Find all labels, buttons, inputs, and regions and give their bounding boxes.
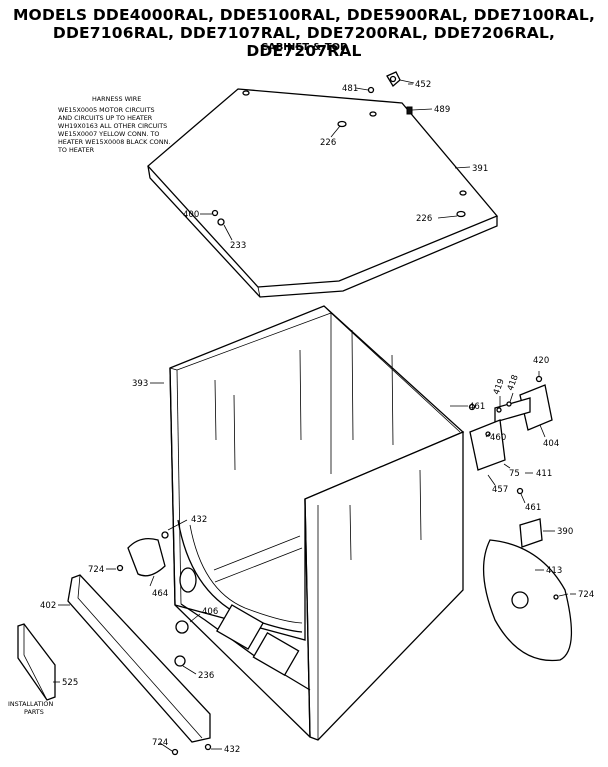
part-label-390: 390	[557, 527, 573, 537]
part-label-452: 452	[415, 80, 431, 90]
part-label-418: 418	[506, 373, 521, 392]
part-label-406: 406	[202, 607, 218, 617]
part-label-432-b: 432	[224, 745, 240, 755]
top-panel	[147, 88, 499, 298]
part-label-525: 525	[62, 678, 78, 688]
installation-parts	[17, 623, 56, 701]
part-label-75: 75	[509, 469, 520, 479]
part-label-724-a: 724	[88, 565, 104, 575]
part-label-413: 413	[546, 566, 562, 576]
label-dashes	[408, 83, 576, 595]
harness-note-line-4: WE15X0007 YELLOW CONN. TO	[58, 130, 160, 138]
part-label-404: 404	[543, 439, 559, 449]
part-label-391: 391	[472, 164, 488, 174]
part-label-233: 233	[230, 241, 246, 251]
cabinet	[169, 305, 465, 741]
part-label-461-b: 461	[525, 503, 541, 513]
installation-label-line-1: INSTALLATION	[8, 700, 54, 708]
part-label-402: 402	[40, 601, 56, 611]
part-label-419: 419	[492, 377, 507, 396]
part-label-432-a: 432	[191, 515, 207, 525]
diagram-title-line-2: DDE7106RAL, DDE7107RAL, DDE7200RAL, DDE7…	[52, 24, 556, 60]
part-label-226-a: 226	[320, 138, 336, 148]
harness-note-line-3: WH19X0163 ALL OTHER CIRCUITS	[58, 122, 168, 130]
harness-note-line-6: TO HEATER	[58, 146, 95, 154]
part-label-236: 236	[198, 671, 214, 681]
part-label-481-a: 481	[342, 84, 358, 94]
part-label-724-c: 724	[152, 738, 168, 748]
harness-wire-title: HARNESS WIRE	[92, 95, 142, 103]
installation-label-line-2: PARTS	[24, 708, 44, 716]
toe-panel	[67, 574, 211, 743]
harness-note-line-1: WE15X0005 MOTOR CIRCUITS	[58, 106, 155, 114]
part-label-724-b: 724	[578, 590, 594, 600]
diagram-title-line-1: MODELS DDE4000RAL, DDE5100RAL, DDE5900RA…	[12, 6, 596, 24]
access-cover	[482, 539, 573, 662]
front-parts	[116, 531, 212, 756]
section-title: CABINET & TOP	[260, 42, 348, 53]
control-bracket-parts	[468, 375, 553, 548]
part-label-464: 464	[152, 589, 168, 599]
leader-lines	[53, 79, 569, 752]
harness-note-line-5: HEATER WE15X0008 BLACK CONN.	[58, 138, 171, 146]
harness-note-line-2: AND CIRCUITS UP TO HEATER	[58, 114, 153, 122]
part-label-489: 489	[434, 105, 450, 115]
part-label-393: 393	[132, 379, 148, 389]
part-label-400: 400	[183, 210, 199, 220]
part-label-411: 411	[536, 469, 552, 479]
part-label-226-b: 226	[416, 214, 432, 224]
part-label-457: 457	[492, 485, 508, 495]
part-label-460: 460	[490, 433, 506, 443]
part-label-461-a: 461	[469, 402, 485, 412]
part-label-420: 420	[533, 356, 549, 366]
